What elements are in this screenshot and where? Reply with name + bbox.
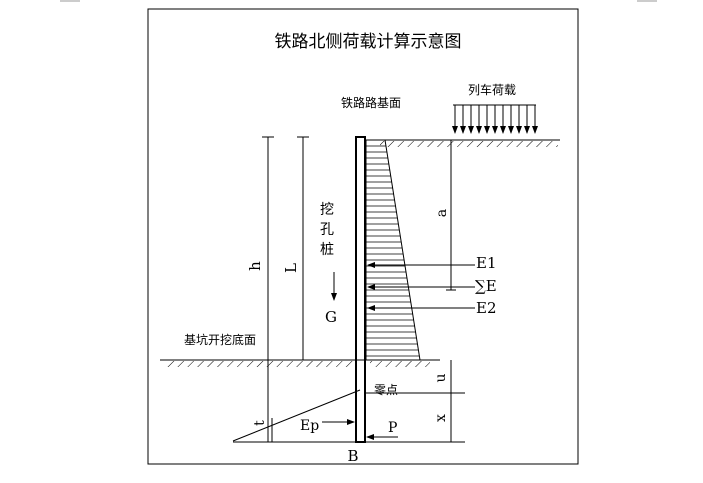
pile <box>355 136 366 443</box>
zero-point-label: 零点 <box>374 383 398 397</box>
dim-u-label: u <box>433 373 449 382</box>
train-load-label: 列车荷载 <box>468 82 516 97</box>
pressure-diagram-outline <box>365 139 421 361</box>
pressure-diagram-hatch <box>366 145 420 357</box>
force-E2-label: E2 <box>476 299 497 317</box>
force-Ep-label: Ep <box>300 418 319 434</box>
force-sumE-label: ∑E <box>475 277 497 295</box>
dim-h-label: h <box>246 261 264 271</box>
pile-label-1: 挖 <box>320 202 334 218</box>
rail-surface-label: 铁路路基面 <box>341 95 401 110</box>
gravity-label: G <box>325 308 337 326</box>
diagram-title: 铁路北侧荷载计算示意图 <box>275 32 462 52</box>
pit-bottom-hatch-left <box>165 361 353 367</box>
pile-label-2: 孔 <box>320 222 334 238</box>
point-B-label: B <box>347 447 358 465</box>
force-E1-label: E1 <box>476 254 497 272</box>
dim-t-label: t <box>252 420 268 426</box>
pit-bottom-hatch-right <box>370 361 430 367</box>
dim-x-label: x <box>433 414 449 422</box>
pit-bottom-label: 基坑开挖底面 <box>184 332 256 347</box>
dim-L-label: L <box>282 263 300 273</box>
pile-label-3: 桩 <box>320 241 334 258</box>
passive-pressure-slope <box>232 389 361 442</box>
rail-surface-hatch <box>380 141 558 147</box>
train-load-arrows <box>452 105 538 134</box>
dim-a-label: a <box>434 209 450 217</box>
force-P-label: P <box>388 420 397 436</box>
diagram-frame <box>147 8 579 465</box>
